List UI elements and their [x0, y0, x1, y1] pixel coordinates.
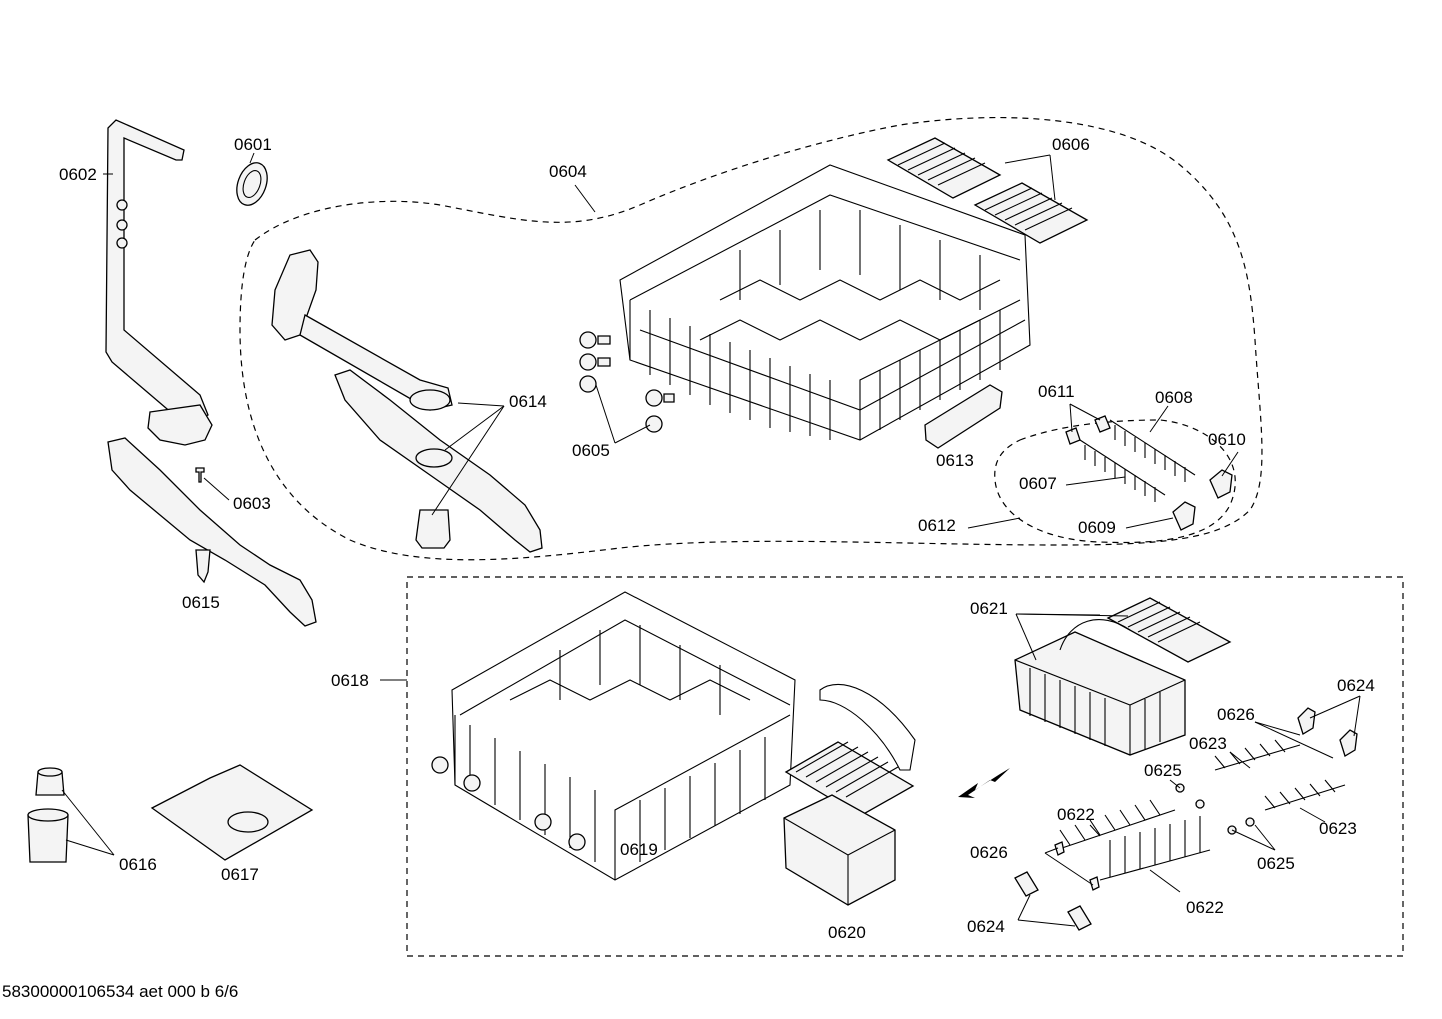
label-0601: 0601 — [234, 135, 272, 154]
label-0617: 0617 — [221, 865, 259, 884]
label-0619: 0619 — [620, 840, 658, 859]
label-0620: 0620 — [828, 923, 866, 942]
label-0612: 0612 — [918, 516, 956, 535]
label-0622-lower: 0622 — [1186, 898, 1224, 917]
label-0602: 0602 — [59, 165, 97, 184]
label-0607: 0607 — [1019, 474, 1057, 493]
rack-rails-part — [1065, 415, 1196, 502]
document-footer: 58300000106534 aet 000 b 6/6 — [2, 982, 238, 1001]
tine-racks-upper-part — [1214, 739, 1346, 811]
height-adjusters-part — [1172, 469, 1233, 531]
label-0603: 0603 — [233, 494, 271, 513]
label-0624-upper: 0624 — [1337, 676, 1375, 695]
spray-pipe-part — [105, 119, 213, 446]
rack-rail-subassembly-boundary — [994, 419, 1236, 544]
upper-rack-assembly-boundary — [239, 116, 1263, 561]
lower-rack-assembly-boundary — [406, 576, 1404, 957]
filter-part — [27, 767, 69, 863]
label-0626-lower: 0626 — [970, 843, 1008, 862]
label-0614: 0614 — [509, 392, 547, 411]
label-0621: 0621 — [970, 599, 1008, 618]
leader-lines — [61, 152, 1361, 927]
screw-part — [195, 467, 205, 483]
swap-arrow-icon — [958, 768, 1010, 798]
label-0609: 0609 — [1078, 518, 1116, 537]
label-0615: 0615 — [182, 593, 220, 612]
rack-handle-part — [924, 384, 1003, 449]
label-0613: 0613 — [936, 451, 974, 470]
label-0626-upper: 0626 — [1217, 705, 1255, 724]
label-0605: 0605 — [572, 441, 610, 460]
label-0616: 0616 — [119, 855, 157, 874]
label-0624-lower: 0624 — [967, 917, 1005, 936]
label-0610: 0610 — [1208, 430, 1246, 449]
upper-rack-part — [619, 164, 1031, 441]
tine-racks-lower-part — [1059, 799, 1211, 881]
cutlery-basket-with-lid-part — [1014, 597, 1232, 756]
label-0618: 0618 — [331, 671, 369, 690]
label-0623-upper: 0623 — [1189, 734, 1227, 753]
lower-spray-arm-part — [107, 437, 317, 627]
lower-rack-part — [431, 591, 796, 881]
rack-rollers-part — [579, 331, 675, 433]
label-0611: 0611 — [1038, 382, 1075, 401]
upper-spray-arm-part — [271, 249, 543, 553]
label-0604: 0604 — [549, 162, 587, 181]
label-0606: 0606 — [1052, 135, 1090, 154]
label-0623-lower: 0623 — [1319, 819, 1357, 838]
cutlery-basket-part — [783, 683, 916, 906]
fine-filter-plate-part — [150, 764, 314, 861]
label-0625-upper: 0625 — [1144, 761, 1182, 780]
fold-down-tine-racks-part — [886, 137, 1089, 244]
filter-cap-part — [236, 162, 268, 206]
label-0625-lower: 0625 — [1257, 854, 1295, 873]
label-0622-upper: 0622 — [1057, 805, 1095, 824]
label-0608: 0608 — [1155, 388, 1193, 407]
rack-clips-part — [1014, 707, 1358, 931]
part-labels: 0601 0602 0603 0604 0605 0606 0607 0608 … — [59, 135, 1375, 942]
